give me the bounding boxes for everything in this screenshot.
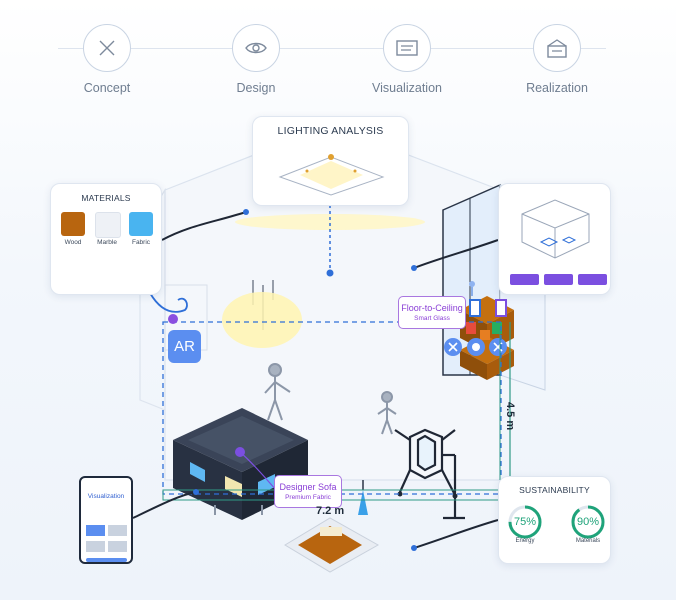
steps-line	[58, 48, 606, 49]
step-label: Realization	[526, 81, 588, 95]
width-dimension: 7.2 m	[316, 505, 345, 517]
step-visualization[interactable]: Visualization	[357, 24, 457, 95]
x-icon	[83, 24, 131, 72]
swatch-fabric[interactable]	[129, 212, 153, 236]
phone-block	[86, 525, 105, 536]
sustainability-card[interactable]: SUSTAINABILITY 75% Energy 90% Materials	[498, 476, 611, 564]
step-realization[interactable]: Realization	[507, 24, 607, 95]
sofa-tag-subtitle: Premium Fabric	[285, 494, 331, 501]
step-concept[interactable]: Concept	[57, 24, 157, 95]
materials-card[interactable]: MATERIALS Wood Marble Fabric	[50, 183, 162, 295]
ar-button[interactable]: AR	[168, 330, 201, 363]
materials-value: 90%	[576, 516, 600, 528]
phone-block	[86, 541, 105, 552]
room-preview-card[interactable]	[498, 183, 611, 295]
materials-ring	[571, 505, 605, 539]
box-icon	[533, 24, 581, 72]
step-label: Visualization	[372, 81, 442, 95]
swatch-wood[interactable]	[61, 212, 85, 236]
energy-value: 75%	[513, 516, 537, 528]
phone-block	[108, 525, 127, 536]
glass-tag[interactable]: Floor-to-Ceiling Smart Glass	[398, 296, 466, 329]
sofa-tag[interactable]: Designer Sofa Premium Fabric	[274, 475, 342, 508]
swatch-marble[interactable]	[95, 212, 121, 238]
glass-tag-subtitle: Smart Glass	[414, 315, 450, 322]
energy-label: Energy	[515, 538, 535, 544]
swatch-label: Marble	[97, 239, 117, 246]
step-design[interactable]: Design	[206, 24, 306, 95]
sofa-tag-title: Designer Sofa	[279, 482, 337, 492]
swatch-label: Wood	[64, 239, 82, 246]
phone-mockup[interactable]: Visualization	[79, 476, 133, 564]
height-dimension: 4.5 m	[504, 402, 516, 431]
glass-tag-title: Floor-to-Ceiling	[401, 303, 463, 313]
phone-block	[108, 541, 127, 552]
step-label: Design	[236, 81, 276, 95]
preview-bar[interactable]	[510, 274, 539, 285]
energy-ring	[508, 505, 542, 539]
lighting-title: LIGHTING ANALYSIS	[277, 125, 384, 137]
step-label: Concept	[83, 81, 131, 95]
preview-bar[interactable]	[578, 274, 607, 285]
materials-title: MATERIALS	[81, 193, 131, 203]
swatch-label: Fabric	[131, 239, 151, 246]
sustainability-title: SUSTAINABILITY	[519, 485, 590, 495]
materials-label: Materials	[575, 538, 601, 544]
lighting-diagram	[278, 154, 385, 196]
lighting-analysis-card[interactable]: LIGHTING ANALYSIS	[252, 116, 409, 206]
room-wireframe	[521, 199, 590, 259]
preview-bar[interactable]	[544, 274, 573, 285]
eye-icon	[232, 24, 280, 72]
phone-action-bar[interactable]	[86, 558, 127, 562]
screen-icon	[383, 24, 431, 72]
phone-title: Visualization	[87, 493, 125, 500]
